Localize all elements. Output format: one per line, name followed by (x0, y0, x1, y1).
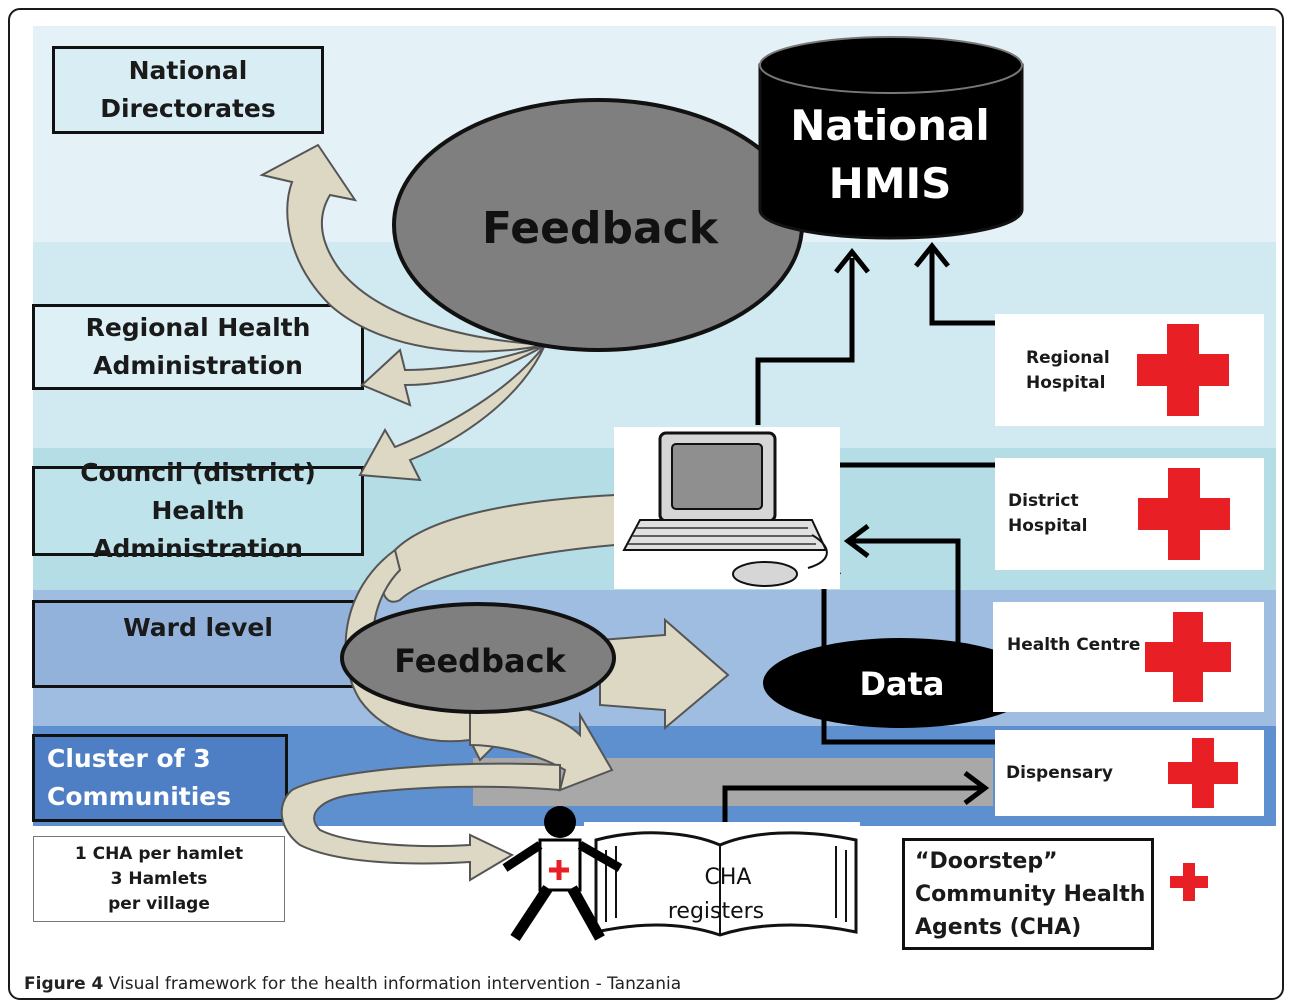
hmis-line1: National (790, 101, 989, 150)
red-cross-icon (1138, 468, 1230, 560)
computer-to-hmis-line (755, 258, 855, 425)
health-centre-box: Health Centre (993, 602, 1264, 712)
cluster-box: Cluster of 3 Communities (32, 734, 288, 822)
cha-registers-book (584, 822, 860, 948)
feedback-ward-label: Feedback (394, 642, 566, 680)
arrowhead-health-centre (843, 524, 870, 558)
arrow-to-council-admin (358, 344, 546, 482)
feedback-top-label: Feedback (482, 203, 720, 254)
regional-health-admin-box: Regional Health Administration (32, 304, 364, 390)
cha-note-box: 1 CHA per hamlet 3 Hamlets per village (33, 836, 285, 922)
national-directorates-box: National Directorates (52, 46, 324, 134)
regional-to-hmis-line (929, 248, 998, 326)
spiral-cluster-loop (280, 762, 561, 882)
caption-text: Visual framework for the health informat… (103, 974, 682, 994)
cha-registers-line1: CHA (705, 865, 752, 890)
red-cross-icon (1168, 738, 1238, 808)
data-label: Data (859, 665, 944, 703)
arrowhead-registers (963, 771, 990, 805)
arrow-to-national-directorates (259, 143, 546, 353)
spiral-district-to-ward (381, 493, 616, 603)
cha-person-icon (502, 806, 623, 942)
red-cross-icon (1137, 324, 1229, 416)
arrow-ward-to-data (599, 617, 730, 731)
arrowhead-to-hmis-1 (834, 247, 870, 274)
regional-hospital-label: Regional Hospital (1026, 348, 1110, 393)
figure-caption: Figure 4 Visual framework for the health… (24, 974, 681, 994)
ward-level-box: Ward level (32, 600, 364, 688)
health-centre-label: Health Centre (1007, 635, 1141, 655)
doorstep-cha-box: “Doorstep” Community Health Agents (CHA) (902, 838, 1154, 950)
district-hospital-box: District Hospital (995, 458, 1264, 570)
caption-label: Figure 4 (24, 974, 104, 994)
arrowhead-to-hmis-2 (914, 241, 950, 268)
dispensary-box: Dispensary (995, 730, 1264, 816)
regional-hospital-box: Regional Hospital (995, 314, 1264, 426)
district-hospital-label: District Hospital (1008, 491, 1088, 536)
computer-icon (622, 431, 828, 587)
feedback-ellipse-ward (340, 602, 616, 714)
small-red-cross-icon (1170, 863, 1208, 901)
dispensary-label: Dispensary (1006, 763, 1113, 783)
health-centre-to-computer-line (848, 538, 961, 650)
hmis-line2: HMIS (829, 159, 952, 208)
data-flow-lines (722, 241, 1005, 828)
national-hmis-cylinder (758, 36, 1024, 240)
registers-to-dispensary-line (722, 785, 985, 828)
dispensary-to-computer-line (821, 555, 995, 745)
cha-registers-line2: registers (668, 899, 764, 924)
arrow-to-regional-admin (360, 344, 546, 407)
red-cross-icon (1145, 612, 1231, 702)
data-ellipse (763, 638, 1039, 728)
